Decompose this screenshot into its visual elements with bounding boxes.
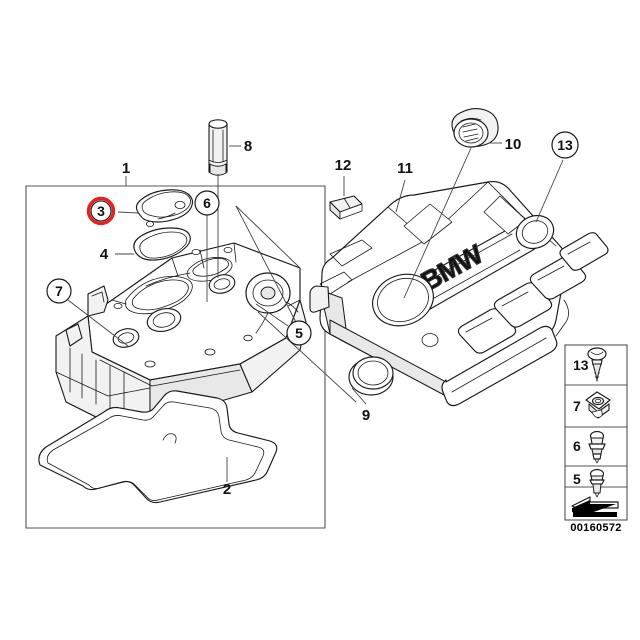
callout-1-label: 1 (122, 160, 130, 177)
callout-10[interactable]: 10 (505, 136, 522, 153)
callout-9[interactable]: 9 (362, 407, 370, 424)
callout-8-label: 8 (244, 138, 252, 155)
callout-2[interactable]: 2 (223, 481, 231, 498)
callout-3-inner-ring (90, 200, 112, 222)
callout-10-label: 10 (505, 136, 522, 153)
callout-2-label: 2 (223, 481, 231, 498)
callout-7-ring (46, 278, 72, 304)
diagram-number: 00160572 (570, 522, 621, 534)
legend-icon-arrow-icon (571, 496, 619, 517)
legend-row-3-number: 5 (573, 471, 581, 487)
legend-row-1-number: 7 (573, 398, 581, 414)
legend-row-numbers: 13 7 6 5 (573, 357, 589, 487)
legend-box: 00160572 (564, 344, 628, 534)
callout-6-label: 6 (203, 195, 211, 211)
callout-12-label: 12 (335, 157, 352, 174)
callout-13-label: 13 (557, 137, 573, 153)
callout-5-ring (286, 320, 312, 346)
callout-11-label: 11 (397, 160, 413, 177)
callout-4[interactable]: 4 (100, 246, 109, 263)
callout-6[interactable]: 6 (194, 190, 220, 216)
part-3-seal (117, 189, 194, 227)
callout-3[interactable]: 3 (86, 196, 116, 226)
callout-9-label: 9 (362, 407, 370, 424)
callout-3-label: 3 (97, 203, 105, 219)
callout-4-label: 4 (100, 246, 109, 263)
legend-icon-stud-bolt-icon (588, 430, 606, 464)
callout-13[interactable]: 13 (551, 131, 579, 159)
leader-lines-left (67, 174, 357, 403)
callout-7-label: 7 (55, 283, 63, 299)
callout-12[interactable]: 12 (335, 157, 352, 174)
part-2-cover-gasket (38, 390, 278, 504)
part-12-cap (329, 176, 363, 220)
part-8-tube (208, 119, 241, 176)
callout-8[interactable]: 8 (244, 138, 252, 155)
callout-13-ring (551, 131, 579, 159)
callout-labels: 1 2 3 4 5 6 7 8 (46, 131, 579, 498)
legend-icon-short-bolt-icon (589, 468, 605, 498)
legend-icon-square-nut-icon (585, 391, 611, 419)
callout-5-label: 5 (295, 325, 303, 341)
group-frame-1 (25, 176, 326, 529)
callout-11[interactable]: 11 (397, 160, 413, 177)
legend-row-2-number: 6 (573, 438, 581, 454)
part-9-seal-ring (348, 356, 394, 405)
part-11-engine-cover: BMW (309, 147, 609, 407)
callout-1[interactable]: 1 (122, 160, 130, 177)
legend-icon-screw-icon (587, 347, 607, 382)
part-10-oil-cap (451, 107, 502, 148)
callout-5[interactable]: 5 (286, 320, 312, 346)
legend-row-0-number: 13 (573, 357, 589, 373)
callout-7[interactable]: 7 (46, 278, 72, 304)
cylinder-head-cover (55, 242, 307, 429)
callout-6-ring (194, 190, 220, 216)
part-4-gasket (115, 227, 191, 261)
cover-fins (457, 232, 609, 354)
callout-3-highlight-ring (86, 196, 116, 226)
